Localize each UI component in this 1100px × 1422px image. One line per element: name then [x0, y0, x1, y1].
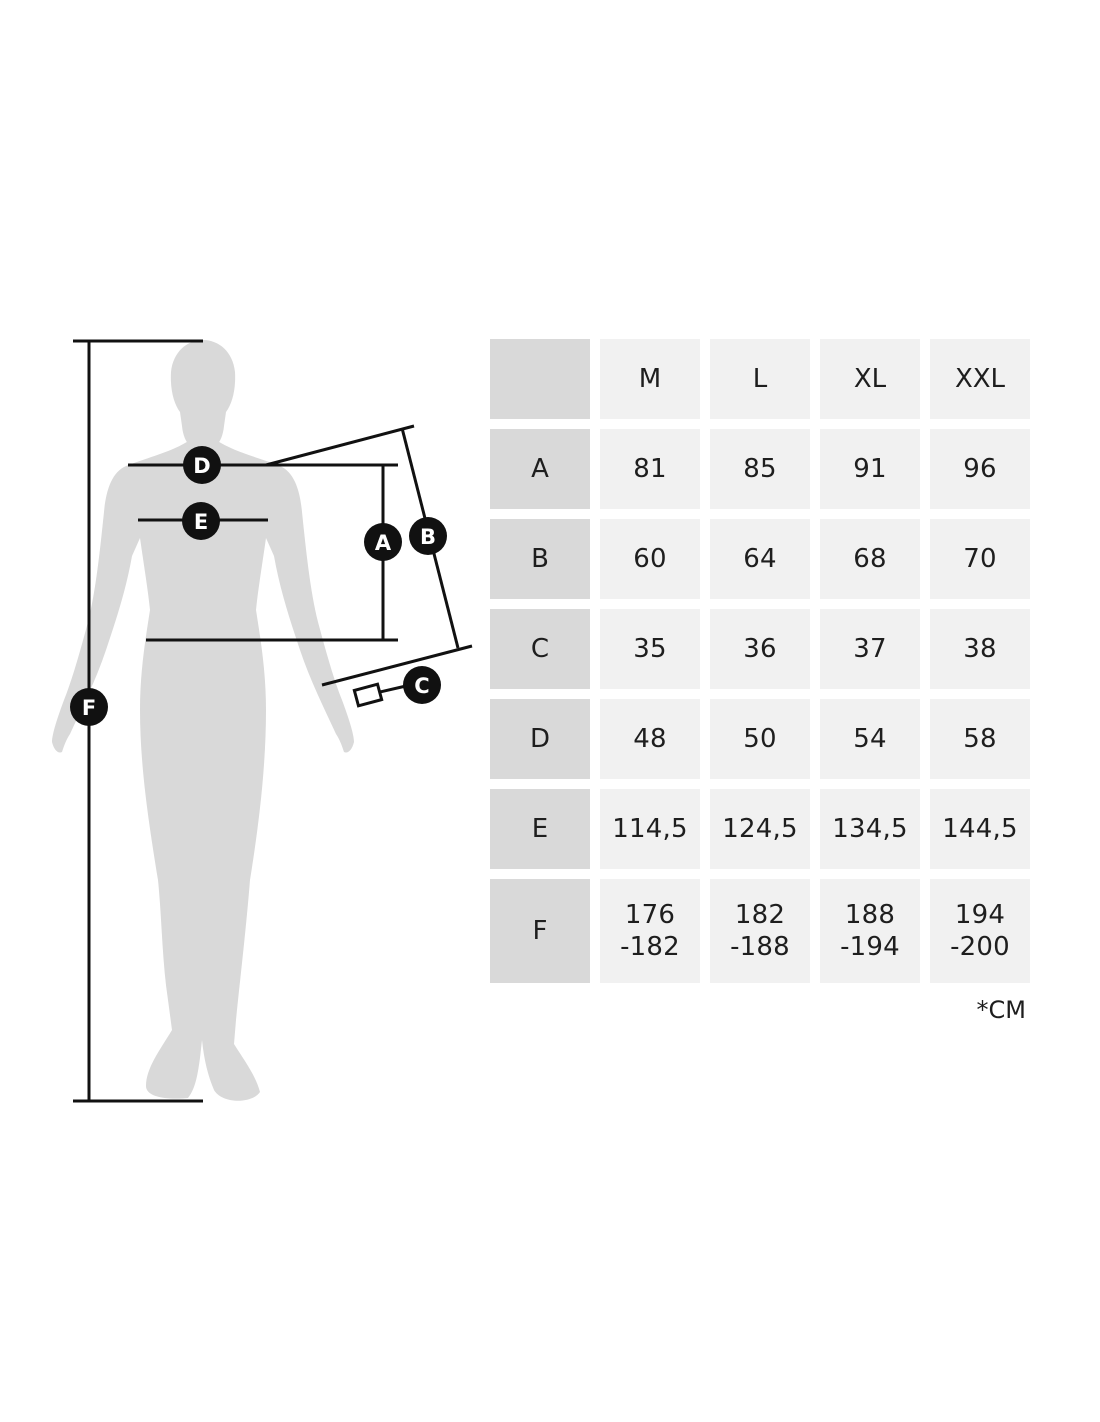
unit-note: *CM: [976, 996, 1026, 1024]
table-cell: 188 -194: [820, 879, 920, 983]
range-end: -182: [620, 932, 680, 962]
measurement-lines: [73, 339, 473, 1103]
range-start: 194: [954, 900, 1006, 930]
range-end: -188: [730, 932, 790, 962]
table-row-d: D 48 50 54 58: [490, 699, 1030, 779]
table-cell: 176 -182: [600, 879, 700, 983]
table-cell: 54: [820, 699, 920, 779]
table-cell: 48: [600, 699, 700, 779]
marker-f: F: [70, 688, 108, 726]
table-header-row: M L XL XXL: [490, 339, 1030, 419]
range-start: 182: [734, 900, 786, 930]
svg-text:B: B: [420, 525, 436, 549]
table-row-c: C 35 36 37 38: [490, 609, 1030, 689]
size-header-m: M: [600, 339, 700, 419]
marker-d: D: [183, 446, 221, 484]
table-cell: 50: [710, 699, 810, 779]
table-cell: 96: [930, 429, 1030, 509]
row-label-a: A: [490, 429, 590, 509]
cuff-pointer-c: [379, 684, 407, 694]
table-row-a: A 81 85 91 96: [490, 429, 1030, 509]
table-cell: 182 -188: [710, 879, 810, 983]
table-cell: 35: [600, 609, 700, 689]
marker-a: A: [364, 523, 402, 561]
table-cell: 60: [600, 519, 700, 599]
table-cell: 124,5: [710, 789, 810, 869]
svg-text:E: E: [194, 510, 208, 534]
row-label-e: E: [490, 789, 590, 869]
table-cell: 144,5: [930, 789, 1030, 869]
sleeve-bottom-line: [321, 644, 473, 687]
table-cell: 64: [710, 519, 810, 599]
cuff-box: [352, 682, 384, 708]
row-label-f: F: [490, 879, 590, 983]
sleeve-top-line: [265, 424, 415, 467]
range-end: -194: [840, 932, 900, 962]
table-cell: 85: [710, 429, 810, 509]
size-header-xl: XL: [820, 339, 920, 419]
table-cell: 134,5: [820, 789, 920, 869]
svg-text:F: F: [82, 696, 96, 720]
marker-c: C: [403, 666, 441, 704]
range-start: 188: [844, 900, 896, 930]
table-cell: 91: [820, 429, 920, 509]
table-cell: 38: [930, 609, 1030, 689]
row-label-c: C: [490, 609, 590, 689]
svg-text:D: D: [193, 454, 210, 478]
table-row-b: B 60 64 68 70: [490, 519, 1030, 599]
row-label-b: B: [490, 519, 590, 599]
table-cell: 81: [600, 429, 700, 509]
table-cell: 68: [820, 519, 920, 599]
svg-text:A: A: [375, 531, 392, 555]
table-cell: 194 -200: [930, 879, 1030, 983]
table-corner-cell: [490, 339, 590, 419]
table-cell: 58: [930, 699, 1030, 779]
size-header-l: L: [710, 339, 810, 419]
table-cell: 37: [820, 609, 920, 689]
range-end: -200: [950, 932, 1010, 962]
marker-e: E: [182, 502, 220, 540]
body-silhouette: [52, 340, 354, 1101]
table-row-f: F 176 -182 182 -188 188 -194 194 -200: [490, 879, 1030, 983]
table-row-e: E 114,5 124,5 134,5 144,5: [490, 789, 1030, 869]
size-header-xxl: XXL: [930, 339, 1030, 419]
svg-text:C: C: [414, 674, 429, 698]
size-chart-table: M L XL XXL A 81 85 91 96 B 60 64 68 70 C…: [480, 329, 1040, 993]
range-start: 176: [624, 900, 676, 930]
table-cell: 70: [930, 519, 1030, 599]
body-measurement-figure: D E A B C F: [52, 339, 473, 1103]
table-cell: 36: [710, 609, 810, 689]
table-cell: 114,5: [600, 789, 700, 869]
marker-b: B: [409, 517, 447, 555]
row-label-d: D: [490, 699, 590, 779]
